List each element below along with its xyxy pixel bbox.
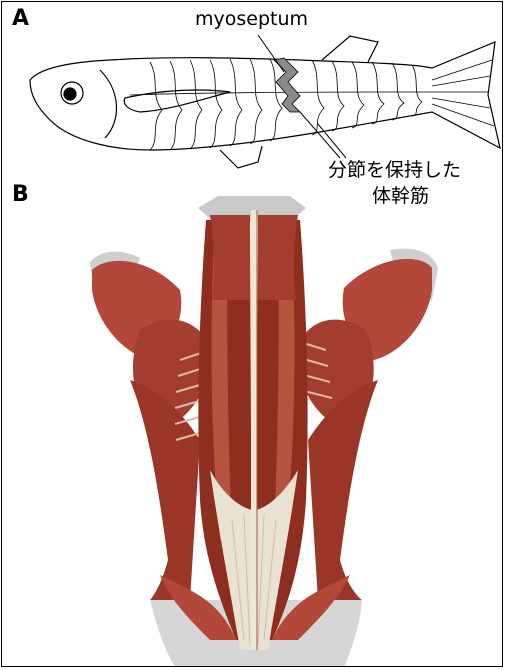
panel-label-a: A — [12, 6, 29, 31]
fish-anal-fin — [220, 146, 262, 168]
trunk-muscle-label-line1: 分節を保持した — [328, 160, 461, 182]
fish-drawing — [30, 36, 500, 168]
left-lateral-torso — [130, 380, 200, 600]
fish-dorsal-fin — [322, 36, 378, 62]
neck-muscles — [210, 215, 250, 300]
fish-body-outline — [30, 42, 500, 150]
trunk-muscle-label-line2: 体幹筋 — [372, 186, 429, 208]
right-lateral-torso — [308, 380, 378, 600]
neck-muscles-right — [258, 215, 298, 300]
myoseptum-label: myoseptum — [195, 9, 308, 31]
back-muscle-illustration — [90, 196, 438, 666]
fish-pupil — [64, 88, 76, 100]
panel-label-b: B — [12, 182, 29, 207]
